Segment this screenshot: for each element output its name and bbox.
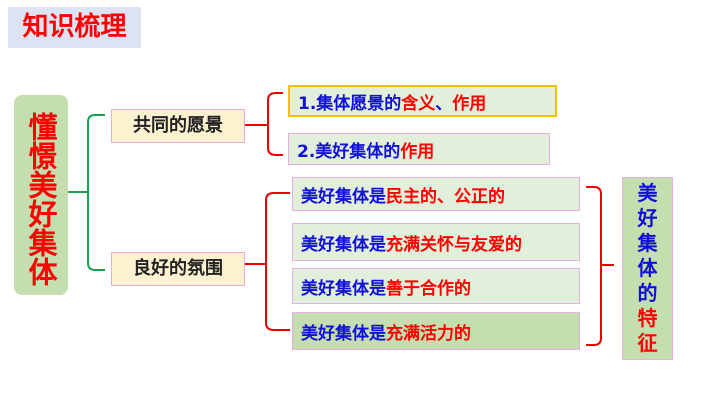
summary-characteristics: 美 好 集 体 的 特 征: [622, 177, 673, 360]
red-bracket-3: [586, 186, 614, 346]
branch-shared-vision: 共同的愿景: [111, 109, 245, 143]
item-text-red: 善于合作的: [386, 278, 471, 299]
item-text-blue: 美好集体是: [301, 323, 386, 344]
item-democratic: 美好集体是民主的、公正的: [292, 177, 580, 211]
item-text-red: 充满活力的: [386, 323, 471, 344]
red-bracket-1: [245, 92, 283, 156]
summary-char: 集: [637, 231, 658, 255]
item-vibrant: 美好集体是充满活力的: [292, 312, 580, 350]
summary-char: 好: [637, 206, 658, 230]
red-bracket-2: [245, 192, 290, 331]
summary-char: 美: [637, 181, 658, 205]
item-text-blue: 2.美好集体的: [297, 141, 401, 162]
item-text-red: 作用: [400, 141, 435, 162]
item-text-blue: 1.集体愿景的: [298, 93, 402, 114]
summary-char: 体: [637, 256, 658, 280]
green-bracket: [68, 114, 105, 271]
item-text-blue: 美好集体是: [301, 186, 386, 207]
item-vision-meaning: 1.集体愿景的含义、作用: [288, 85, 557, 117]
item-text-red: 充满关怀与友爱的: [386, 234, 522, 255]
item-cooperative: 美好集体是善于合作的: [292, 268, 580, 304]
item-text-blue: 美好集体是: [301, 278, 386, 299]
summary-char: 特: [637, 306, 658, 330]
page-title: 知识梳理: [8, 7, 141, 48]
root-node: 懂憬美好集体: [14, 95, 68, 295]
item-text-blue: 美好集体是: [301, 234, 386, 255]
summary-char: 的: [637, 281, 658, 305]
item-text-red: 含义: [401, 93, 436, 114]
item-text-red: 作用: [452, 93, 487, 114]
summary-char: 征: [637, 331, 658, 355]
item-caring: 美好集体是充满关怀与友爱的: [292, 223, 580, 261]
item-text-red: 民主的、公正的: [386, 186, 505, 207]
branch-good-atmosphere: 良好的氛围: [111, 252, 245, 286]
item-collective-role: 2.美好集体的作用: [288, 133, 550, 165]
item-text-blue: 、: [435, 93, 453, 114]
